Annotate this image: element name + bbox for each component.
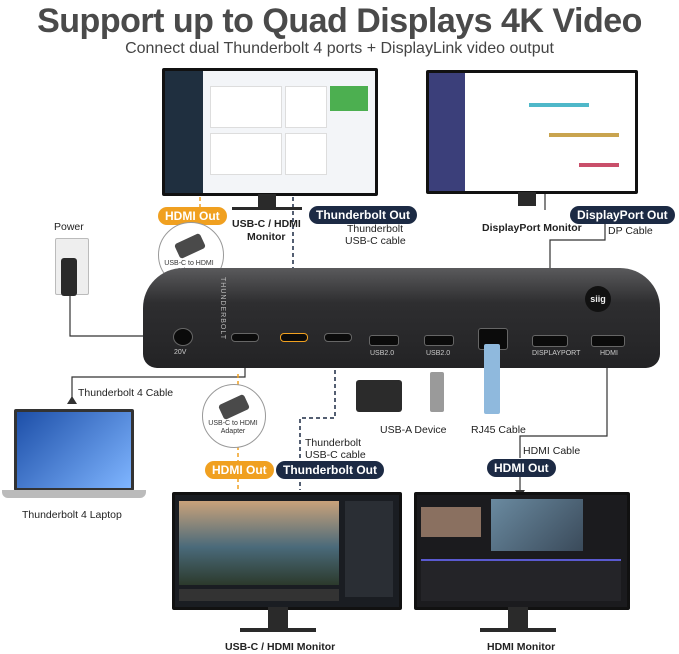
gantt-sidebar [429, 73, 465, 191]
adapter-bottom-label: USB-C to HDMI Adapter [208, 420, 258, 435]
photo-editor-panel [345, 501, 393, 597]
laptop-screen [14, 409, 134, 491]
monitor-usbc-hdmi-bottom [172, 492, 402, 610]
monitor-usbc-hdmi-top [162, 68, 378, 196]
dashboard-chart-area-4 [285, 133, 327, 175]
usbc-port-1[interactable] [231, 333, 259, 342]
gantt-bars [529, 103, 589, 107]
dc-power-port-label: 20V [174, 349, 187, 356]
line-hdmi-right [519, 342, 608, 458]
displayport-port-label: DISPLAYPORT [532, 350, 581, 357]
dashboard-chart-area [210, 86, 282, 128]
video-editor-preview [491, 499, 583, 551]
hdmi-out-right-badge: HDMI Out [487, 459, 556, 477]
monitor-base-bottom-right [480, 628, 556, 632]
monitor-stand-bottom-right [508, 607, 528, 629]
tb-out-bottom-badge: Thunderbolt Out [276, 461, 384, 479]
hdmi-cable-label: HDMI Cable [523, 445, 581, 457]
dashboard-chart-area-3 [210, 133, 282, 175]
monitor-stand-top-left [258, 194, 276, 208]
dp-cable-label: DP Cable [608, 225, 653, 237]
dashboard-chart-area-2 [285, 86, 327, 128]
hdmi-port-label: HDMI [600, 350, 618, 357]
tb-out-top-badge: Thunderbolt Out [309, 206, 417, 224]
usbc-cable-top-label: USB-C cable [345, 235, 406, 247]
monitor-base-bottom-left [240, 628, 316, 632]
usbc-cable-bottom-label: USB-C cable [305, 449, 366, 461]
displayport-monitor-label: DisplayPort Monitor [482, 222, 582, 234]
usb-a-port-1[interactable] [369, 335, 399, 346]
hdmi-out-bottom-badge: HDMI Out [205, 461, 274, 479]
hdmi-out-top-badge: HDMI Out [158, 207, 227, 225]
usba-device-label: USB-A Device [380, 424, 447, 436]
usbc-hdmi-monitor-top-label: USB-C / HDMI [232, 218, 301, 230]
tb-cable-top-label: Thunderbolt [347, 223, 404, 235]
photo-filmstrip [179, 589, 339, 601]
monitor-displayport [426, 70, 638, 194]
hdmi-monitor-label: HDMI Monitor [487, 641, 556, 653]
page-subtitle: Connect dual Thunderbolt 4 ports + Displ… [125, 40, 554, 57]
usb-a-port-2[interactable] [424, 335, 454, 346]
monitor-hdmi [414, 492, 630, 610]
monitor-stand-top-right [518, 192, 536, 206]
docking-station [143, 268, 660, 368]
gantt-bars-2 [549, 133, 619, 137]
dashboard-panel-green [330, 86, 368, 111]
thunderbolt-port-1[interactable] [280, 333, 308, 342]
dashboard-sidebar [165, 71, 203, 193]
usb-a-port-2-label: USB2.0 [426, 350, 451, 357]
page-title: Support up to Quad Displays 4K Video [37, 2, 642, 40]
laptop-base [2, 490, 146, 498]
photo-editor-canvas [179, 501, 339, 585]
thunderbolt-port-2[interactable] [324, 333, 352, 342]
rj45-cable-label: RJ45 Cable [471, 424, 526, 436]
line-tb-bottom [299, 342, 336, 490]
arrow-laptop [67, 396, 77, 404]
usbc-hdmi-monitor-top-word: Monitor [247, 231, 286, 243]
dock-brand-logo: siig [585, 286, 611, 312]
adapter-circle-bottom [202, 384, 266, 448]
monitor-stand-bottom-left [268, 607, 288, 629]
power-adapter-icon [61, 258, 77, 296]
video-editor-timeline [421, 559, 621, 601]
tb-cable-bottom-label: Thunderbolt [305, 437, 362, 449]
hdmi-port[interactable] [591, 335, 625, 347]
monitor-base-top-left [232, 207, 302, 210]
usb-a-port-1-label: USB2.0 [370, 350, 395, 357]
video-editor-thumb [421, 507, 481, 537]
printer-icon [356, 380, 402, 412]
usb-drive-icon [430, 372, 444, 412]
displayport-out-badge: DisplayPort Out [570, 206, 675, 224]
rj45-cable-icon [484, 344, 500, 414]
dock-vertical-text: THUNDERBOLT [219, 277, 226, 340]
dc-power-port[interactable] [173, 328, 193, 346]
tb4-laptop-label: Thunderbolt 4 Laptop [22, 509, 122, 521]
tb4-cable-label: Thunderbolt 4 Cable [78, 387, 174, 399]
displayport-port[interactable] [532, 335, 568, 347]
gantt-bars-3 [579, 163, 619, 167]
usbc-hdmi-monitor-bottom-label: USB-C / HDMI Monitor [225, 641, 336, 653]
power-label: Power [54, 221, 84, 233]
